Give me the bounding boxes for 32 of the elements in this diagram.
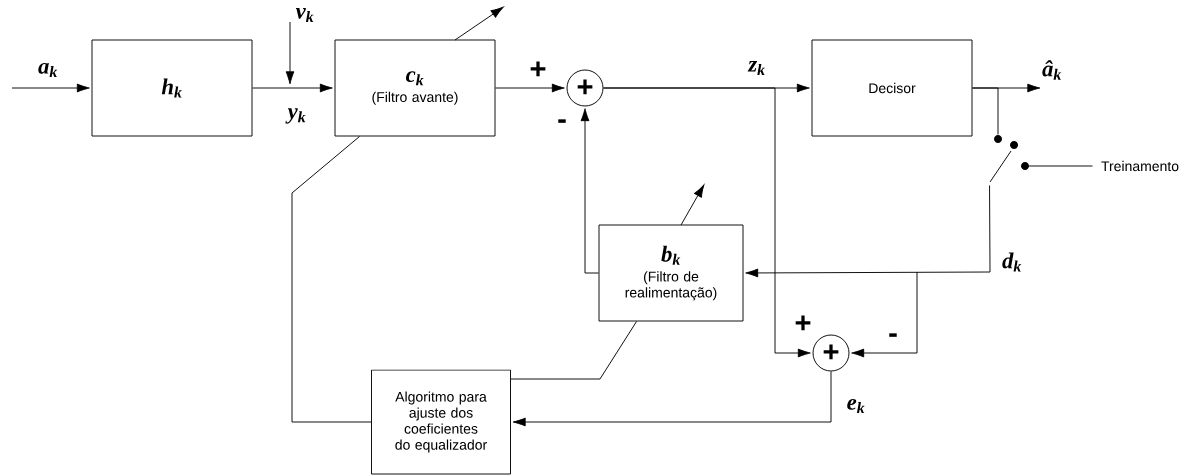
signal-label: d$_{k}$ bbox=[1000, 251, 1024, 273]
signal-arrow bbox=[851, 271, 918, 358]
signal-label: y$_{k}$ bbox=[285, 107, 308, 125]
signal-label: z$_{k}$ bbox=[746, 59, 768, 77]
signal-label: e$_{k}$ bbox=[845, 397, 867, 415]
signal-arrow bbox=[745, 185, 991, 278]
decision-box: Decisor bbox=[811, 39, 973, 137]
filter-box: b$_{k}$ (Filtro de realimentação) bbox=[598, 224, 744, 322]
switch-symbol bbox=[989, 135, 1029, 183]
sign-label: - bbox=[889, 333, 897, 337]
summing-junction: + bbox=[812, 334, 850, 372]
signal-arrow bbox=[580, 108, 599, 274]
signal-label: a$_{k}$ bbox=[36, 61, 60, 79]
sign-label: + bbox=[795, 315, 811, 331]
signal-label: â$_{k}$ bbox=[1040, 58, 1064, 82]
signal-label: v$_{k}$ bbox=[295, 8, 314, 22]
algorithm-box: Algoritmo para ajuste dos coeficientes do equalizador bbox=[371, 369, 511, 475]
signal-arrow bbox=[252, 83, 333, 93]
signal-arrow bbox=[11, 83, 90, 93]
connector-line bbox=[510, 321, 637, 380]
connector-line bbox=[1028, 165, 1093, 167]
signal-arrow bbox=[603, 87, 811, 358]
sign-label: + bbox=[530, 61, 546, 77]
connector-line bbox=[972, 87, 999, 135]
signal-arrow bbox=[512, 371, 832, 427]
sign-label: - bbox=[558, 119, 566, 123]
signal-arrow bbox=[495, 83, 565, 93]
mode-label: Treinamento bbox=[1101, 160, 1179, 172]
filter-box: c$_{k}$ (Filtro avante) bbox=[334, 39, 496, 137]
connector-line bbox=[291, 136, 372, 423]
summing-junction: + bbox=[566, 69, 604, 107]
filter-box: h$_{k}$ bbox=[91, 39, 253, 137]
